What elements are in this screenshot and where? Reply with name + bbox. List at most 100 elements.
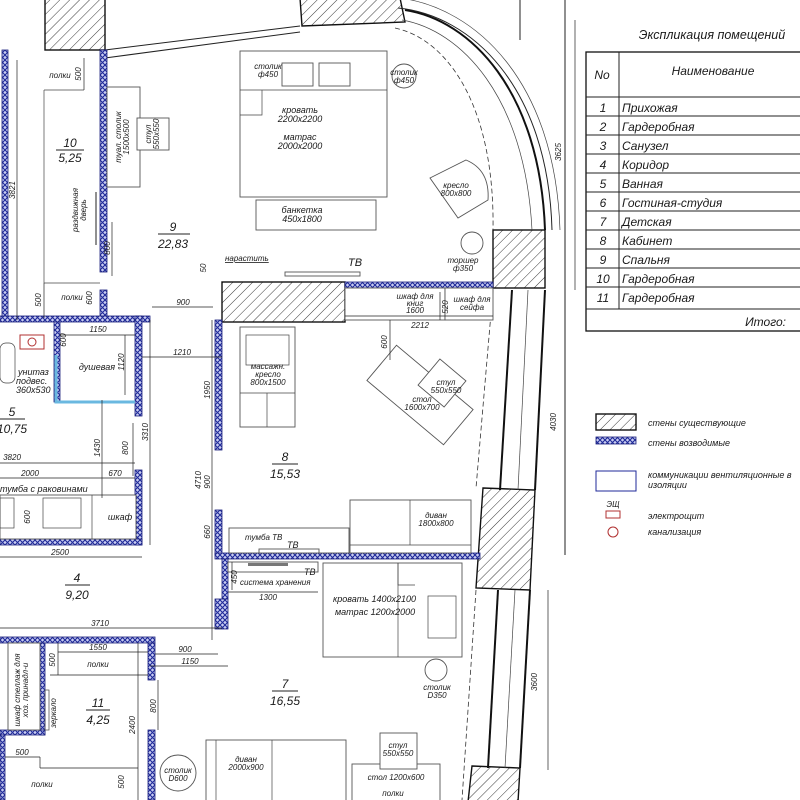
room-9-label: 922,83 xyxy=(157,220,190,251)
armchair xyxy=(429,159,489,219)
plan-label: ф350 xyxy=(453,264,474,273)
row-name: Санузел xyxy=(622,139,669,153)
dimension-lines xyxy=(0,20,576,800)
room-4-label: 49,20 xyxy=(65,571,90,602)
row-number: 5 xyxy=(600,177,607,191)
row-number: 7 xyxy=(600,215,608,229)
plan-label: 3820 xyxy=(3,453,21,462)
plan-label: матрас 1200х2000 xyxy=(335,607,415,617)
plan-label: 2212 xyxy=(410,321,429,330)
bookcase xyxy=(344,287,446,321)
plan-label: 600 xyxy=(59,333,68,347)
plan-label: 4,25 xyxy=(86,713,110,727)
electrical-panel-symbol xyxy=(19,334,45,350)
plan-label: сейфа xyxy=(460,303,485,312)
plan-label: изоляции xyxy=(648,480,687,490)
plan-label: 3710 xyxy=(91,619,109,628)
plan-label: 550х550 xyxy=(431,386,462,395)
plan-label: хоз. принадл-и xyxy=(21,662,30,718)
plan-label: 7 xyxy=(282,677,290,691)
plan-label: 5,25 xyxy=(58,151,82,165)
plan-label: D350 xyxy=(427,691,447,700)
plan-label: ф450 xyxy=(258,70,279,79)
row-name: Гардеробная xyxy=(622,120,695,134)
plan-label: 16,55 xyxy=(270,694,300,708)
plan-label: раздвижная xyxy=(71,187,80,233)
plan-label: 1600х700 xyxy=(404,403,440,412)
room-labels: 105,25 922,83 510,75 49,20 815,53 716,55… xyxy=(0,136,300,727)
plan-label: ЭЩ xyxy=(607,500,621,509)
plan-label: стул xyxy=(437,378,456,387)
plan-label: 1550 xyxy=(89,643,107,652)
table-title: Экспликация помещений xyxy=(639,28,785,42)
plan-label: система хранения xyxy=(240,578,311,587)
row-name: Детская xyxy=(620,215,672,229)
plan-label: 4710 xyxy=(194,471,203,489)
plan-label: стол 1200х600 xyxy=(368,773,425,782)
plan-label: электрощит xyxy=(648,511,705,521)
plan-label: 550х550 xyxy=(152,118,161,149)
plan-label: D600 xyxy=(168,774,188,783)
plan-label: 2200х2200 xyxy=(277,114,323,124)
plan-label: столик xyxy=(423,683,452,692)
plan-label: диван xyxy=(425,511,447,520)
plan-label: полки xyxy=(87,660,109,669)
row-number: 2 xyxy=(599,120,607,134)
plan-label: стены возводимые xyxy=(648,438,730,448)
plan-label: тумба с раковинами xyxy=(0,484,88,494)
legend: стены существующие стены возводимые комм… xyxy=(595,413,792,538)
room-8-label: 815,53 xyxy=(270,450,300,481)
chair-kids xyxy=(379,732,418,770)
plan-label: коммуникации вентиляционные в xyxy=(648,470,792,480)
dimension-labels: 500 3821 800 500 600 50 900 520 2212 600… xyxy=(3,67,563,789)
row-number: 4 xyxy=(600,158,607,172)
plan-label: 3625 xyxy=(554,143,563,161)
row-number: 8 xyxy=(600,234,607,248)
plan-label: ТВ xyxy=(304,567,316,577)
plan-label: полки xyxy=(31,780,53,789)
plan-label: 9 xyxy=(170,220,177,234)
plan-label: столик xyxy=(164,766,193,775)
plan-label: полки xyxy=(382,789,404,798)
plan-label: дверь xyxy=(79,199,88,221)
plan-label: 450х1800 xyxy=(282,214,322,224)
row-name: Гардеробная xyxy=(622,291,695,305)
plan-label: унитаз xyxy=(17,367,49,377)
plan-label: 500 xyxy=(34,293,43,307)
plan-label: подвес. xyxy=(16,376,47,386)
plan-label: 360х530 xyxy=(16,385,51,395)
plan-label: 1600 xyxy=(406,306,424,315)
row-number: 1 xyxy=(600,101,607,115)
plan-label: Наименование xyxy=(672,64,755,78)
plan-label: 900 xyxy=(176,298,190,307)
plan-label: 500 xyxy=(74,67,83,81)
plan-label: торшер xyxy=(447,256,479,265)
plan-label: No xyxy=(594,68,610,82)
row-name: Спальня xyxy=(622,253,670,267)
side-table-kids xyxy=(424,658,448,682)
massage-chair xyxy=(239,326,296,428)
sofa-living xyxy=(205,739,347,800)
furniture xyxy=(0,50,494,800)
plan-label: 10,75 xyxy=(0,422,27,436)
plan-label: банкетка xyxy=(282,205,323,215)
outer-curved-wall xyxy=(104,0,566,800)
plan-label: 2000х2000 xyxy=(277,141,323,151)
plan-label: 1300 xyxy=(259,593,277,602)
plan-label: 2000 xyxy=(20,469,39,478)
plan-label: столик xyxy=(254,62,283,71)
plan-label: 3600 xyxy=(530,673,539,691)
row-number: 3 xyxy=(600,139,607,153)
plan-label: кресло xyxy=(443,181,469,190)
bench xyxy=(255,199,377,231)
plan-label: 1800х800 xyxy=(418,519,454,528)
plan-label: 800х1500 xyxy=(250,378,286,387)
plan-label: 4030 xyxy=(549,413,558,431)
